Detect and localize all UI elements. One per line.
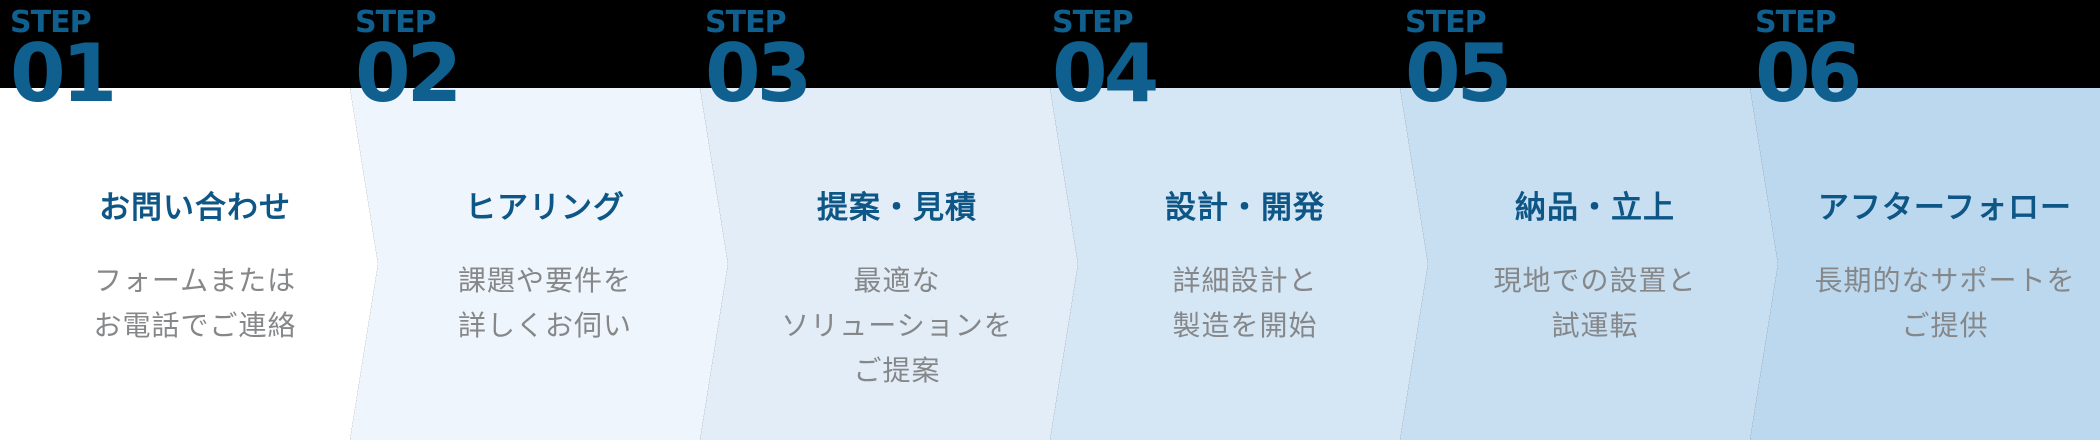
step-label-03: STEP 03 [705, 5, 812, 120]
step-number: 03 [705, 27, 812, 120]
step-title: 納品・立上 [1515, 190, 1675, 226]
step-card-01: お問い合わせ フォームまたは お電話でご連絡 [20, 188, 370, 348]
step-description: 長期的なサポートを ご提供 [1770, 258, 2100, 348]
desc-line: 課題や要件を [457, 264, 632, 297]
chevron-backgrounds [0, 88, 2100, 440]
desc-line: ご提案 [853, 354, 941, 387]
step-label-01: STEP 01 [10, 5, 117, 120]
step-word: STEP [1052, 5, 1134, 40]
step-title: アフターフォロー [1817, 190, 2073, 226]
desc-line: 現地での設置と [1493, 264, 1697, 297]
step-label-02: STEP 02 [355, 5, 462, 120]
desc-line: お電話でご連絡 [93, 309, 297, 342]
step-word: STEP [10, 5, 92, 40]
desc-line: 詳細設計と [1172, 264, 1318, 297]
step-title: 提案・見積 [817, 190, 977, 226]
step-word: STEP [1405, 5, 1487, 40]
step-description: フォームまたは お電話でご連絡 [20, 258, 370, 348]
step-number: 02 [355, 27, 462, 120]
desc-line: 最適な [853, 264, 941, 297]
desc-line: ご提供 [1901, 309, 1989, 342]
chevron-bg-04 [1050, 88, 1428, 440]
step-description: 最適な ソリューションを ご提案 [722, 258, 1072, 393]
chevron-bg-05 [1400, 88, 1778, 440]
chevron-bg-03 [700, 88, 1078, 440]
step-card-06: アフターフォロー 長期的なサポートを ご提供 [1770, 188, 2100, 348]
step-label-06: STEP 06 [1755, 5, 1862, 120]
step-description: 現地での設置と 試運転 [1420, 258, 1770, 348]
step-card-05: 納品・立上 現地での設置と 試運転 [1420, 188, 1770, 348]
step-title: 設計・開発 [1165, 190, 1325, 226]
step-number: 04 [1052, 27, 1159, 120]
step-title: お問い合わせ [99, 190, 291, 226]
desc-line: 長期的なサポートを [1814, 264, 2076, 297]
step-label-05: STEP 05 [1405, 5, 1512, 120]
desc-line: 詳しくお伺い [457, 309, 632, 342]
chevron-bg-02 [350, 88, 728, 440]
step-description: 課題や要件を 詳しくお伺い [370, 258, 720, 348]
desc-line: ソリューションを [781, 309, 1013, 342]
step-title: ヒアリング [465, 190, 625, 226]
step-card-02: ヒアリング 課題や要件を 詳しくお伺い [370, 188, 720, 348]
step-number: 06 [1755, 27, 1862, 120]
chevron-bg-06 [1750, 88, 2100, 440]
step-number: 01 [10, 27, 117, 120]
step-word: STEP [355, 5, 437, 40]
step-word: STEP [705, 5, 787, 40]
desc-line: フォームまたは [93, 264, 297, 297]
step-label-04: STEP 04 [1052, 5, 1159, 120]
chevron-bg-01 [0, 88, 378, 440]
step-description: 詳細設計と 製造を開始 [1070, 258, 1420, 348]
desc-line: 製造を開始 [1172, 309, 1318, 342]
desc-line: 試運転 [1551, 309, 1639, 342]
step-card-04: 設計・開発 詳細設計と 製造を開始 [1070, 188, 1420, 348]
step-word: STEP [1755, 5, 1837, 40]
top-band [0, 0, 2100, 88]
step-card-03: 提案・見積 最適な ソリューションを ご提案 [722, 188, 1072, 393]
step-number: 05 [1405, 27, 1512, 120]
